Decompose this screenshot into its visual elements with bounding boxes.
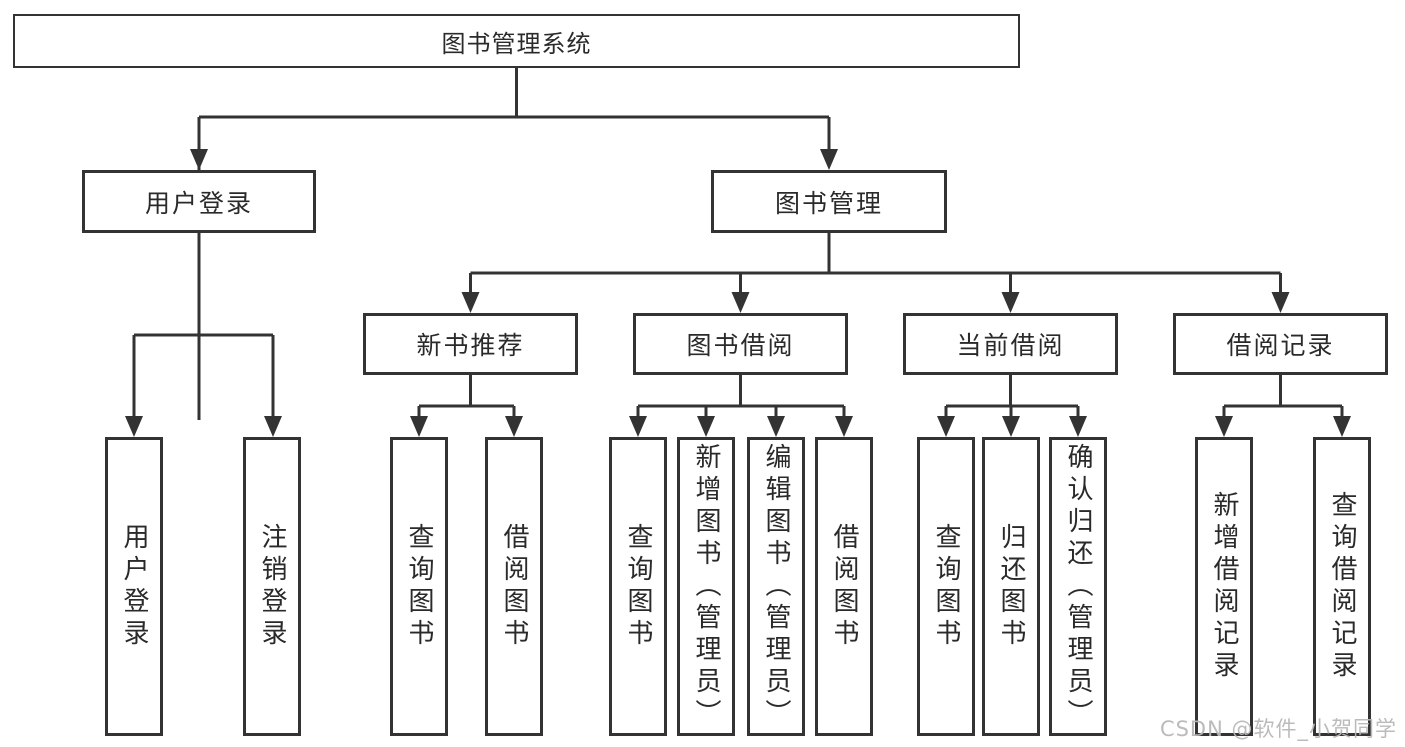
leaf-query-books-current: 查询图书 — [917, 437, 975, 736]
leaf-confirm-return-admin: 确认归还（管理员） — [1049, 437, 1107, 736]
leaf-borrow-books: 借阅图书 — [815, 437, 873, 736]
leaf-user-login: 用户登录 — [105, 437, 163, 736]
node-library-management-system: 图书管理系统 — [13, 14, 1020, 68]
leaf-borrow-books-recommend: 借阅图书 — [485, 437, 543, 736]
node-user-login-branch: 用户登录 — [82, 170, 316, 233]
leaf-add-borrow-record: 新增借阅记录 — [1195, 437, 1253, 736]
leaf-logout: 注销登录 — [243, 437, 301, 736]
leaf-edit-books-admin: 编辑图书（管理员） — [747, 437, 805, 736]
leaf-query-books-recommend: 查询图书 — [390, 437, 448, 736]
leaf-query-borrow-record: 查询借阅记录 — [1313, 437, 1371, 736]
watermark: CSDN @软件_小贺同学 — [1159, 717, 1397, 741]
node-current-borrowing: 当前借阅 — [903, 313, 1118, 375]
leaf-return-books: 归还图书 — [982, 437, 1040, 736]
leaf-query-books-borrowing: 查询图书 — [609, 437, 667, 736]
node-book-borrowing: 图书借阅 — [633, 313, 848, 375]
node-borrowing-records: 借阅记录 — [1173, 313, 1388, 375]
node-book-management-branch: 图书管理 — [711, 170, 947, 233]
leaf-add-books-admin: 新增图书（管理员） — [677, 437, 735, 736]
node-new-book-recommendation: 新书推荐 — [363, 313, 578, 375]
